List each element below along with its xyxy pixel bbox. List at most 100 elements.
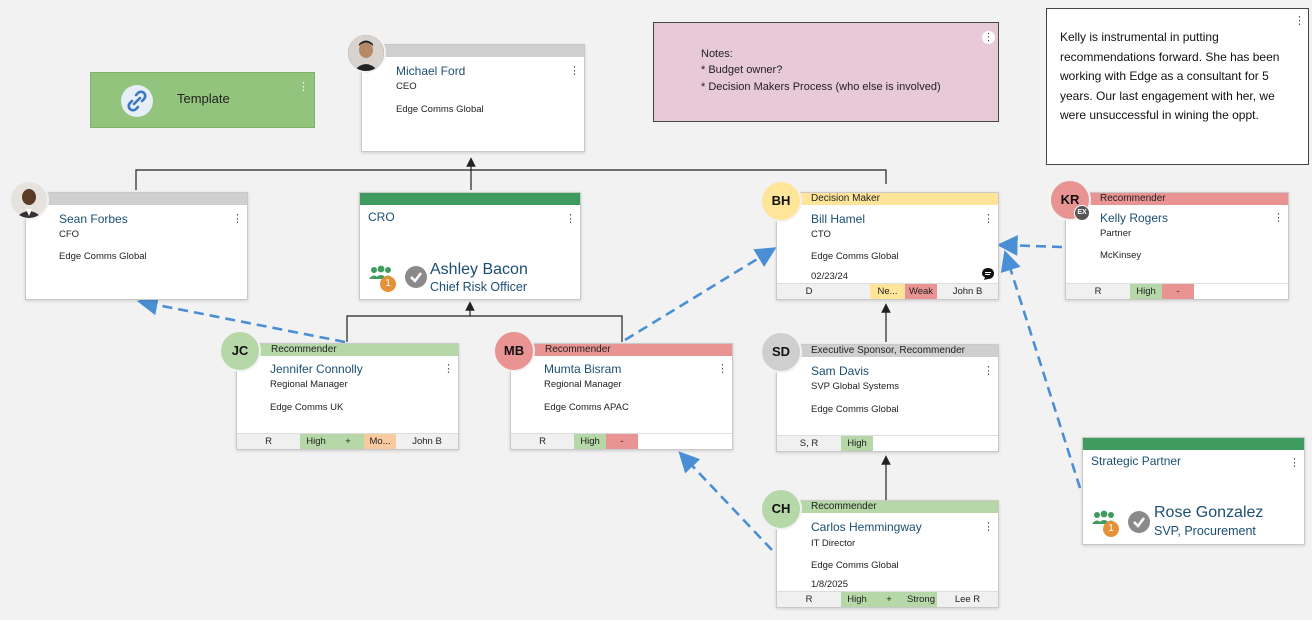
avatar-photo	[346, 33, 386, 73]
card-jennifer-connolly[interactable]: Recommender Jennifer Connolly Regional M…	[236, 343, 459, 450]
card-title: Regional Manager	[270, 379, 348, 390]
metric-cell: +	[332, 434, 364, 449]
card-title: SVP, Procurement	[1154, 524, 1256, 538]
card-menu-icon[interactable]: ⋮	[565, 213, 576, 225]
card-role: CRO	[368, 210, 395, 224]
metric-cell: Weak	[905, 284, 937, 299]
card-metrics: S, R High	[777, 435, 998, 451]
metric-cell: S, R	[799, 438, 819, 449]
card-menu-icon[interactable]: ⋮	[1273, 212, 1284, 224]
card-menu-icon[interactable]: ⋮	[717, 363, 728, 375]
card-kelly-rogers[interactable]: Recommender Kelly Rogers Partner McKinse…	[1065, 192, 1289, 300]
card-name[interactable]: Rose Gonzalez	[1154, 504, 1264, 521]
metric-cell: High	[841, 592, 873, 607]
card-name[interactable]: Kelly Rogers	[1100, 211, 1169, 225]
card-name[interactable]: Sean Forbes	[59, 212, 128, 226]
card-band	[26, 193, 247, 205]
metric-cell: Mo...	[364, 434, 396, 449]
card-org: Edge Comms UK	[270, 402, 344, 413]
card-date: 02/23/24	[811, 271, 848, 282]
card-bill-hamel[interactable]: Decision Maker Bill Hamel CTO Edge Comms…	[776, 192, 999, 300]
card-org: Edge Comms Global	[59, 251, 147, 262]
card-name[interactable]: Michael Ford	[396, 64, 466, 78]
card-name[interactable]: Carlos Hemmingway	[811, 520, 922, 534]
card-name[interactable]: Ashley Bacon	[430, 261, 528, 278]
card-menu-icon[interactable]: ⋮	[569, 65, 580, 77]
card-role: Strategic Partner	[1091, 454, 1182, 468]
external-badge: EX	[1074, 205, 1090, 221]
card-carlos-hemmingway[interactable]: Recommender Carlos Hemmingway IT Directo…	[776, 500, 999, 608]
metric-cell: Strong	[905, 592, 937, 607]
card-menu-icon[interactable]: ⋮	[232, 213, 243, 225]
metric-cell	[841, 284, 870, 299]
notes-line: * Budget owner?	[701, 64, 783, 76]
metric-cell: D	[805, 286, 813, 297]
avatar-initials: SD	[760, 331, 802, 373]
notes-box[interactable]: Notes: * Budget owner? * Decision Makers…	[653, 22, 999, 122]
metric-cell	[1194, 284, 1288, 299]
card-menu-icon[interactable]: ⋮	[1289, 457, 1300, 469]
card-menu-icon[interactable]: ⋮	[983, 521, 994, 533]
card-metrics: R High + Mo... John B	[237, 433, 458, 449]
card-title: Chief Risk Officer	[430, 280, 528, 294]
count-badge: 1	[380, 276, 396, 292]
card-menu-icon[interactable]: ⋮	[983, 365, 994, 377]
notes-heading: Notes:	[701, 48, 733, 60]
metric-cell	[873, 436, 998, 451]
metric-cell: John B	[412, 436, 442, 447]
card-title: CEO	[396, 81, 417, 92]
card-band: Recommender	[511, 344, 732, 356]
card-title: Regional Manager	[544, 379, 622, 390]
card-strategic-partner-rose-gonzalez[interactable]: Strategic Partner ⋮ 1 Rose Gonzalez SVP,…	[1082, 437, 1305, 545]
metric-cell: John B	[952, 286, 983, 297]
card-metrics: R High -	[1066, 283, 1288, 299]
card-cro-ashley-bacon[interactable]: CRO ⋮ 1 Ashley Bacon Chief Risk Officer	[359, 192, 581, 300]
comment-text: Kelly is instrumental in putting recomme…	[1060, 30, 1280, 122]
card-metrics: R High -	[511, 433, 732, 449]
count-badge: 1	[1103, 521, 1119, 537]
check-icon	[1128, 511, 1150, 533]
card-band: Decision Maker	[777, 193, 998, 205]
card-org: Edge Comms Global	[811, 404, 899, 415]
comment-icon[interactable]	[981, 267, 995, 281]
card-title: Partner	[1100, 228, 1132, 239]
avatar-initials: MB	[493, 330, 535, 372]
card-metrics: R High + Strong Lee R	[777, 591, 998, 607]
notes-menu-icon[interactable]: ⋮	[982, 31, 995, 44]
card-sam-davis[interactable]: Executive Sponsor, Recommender Sam Davis…	[776, 344, 999, 452]
card-band: Executive Sponsor, Recommender	[777, 345, 998, 357]
card-name[interactable]: Bill Hamel	[811, 212, 866, 226]
card-name[interactable]: Mumta Bisram	[544, 362, 622, 376]
comment-menu-icon[interactable]: ⋮	[1294, 15, 1305, 27]
notes-line: * Decision Makers Process (who else is i…	[701, 81, 941, 93]
template-label: Template	[177, 91, 230, 106]
card-band: Recommender	[777, 501, 998, 513]
card-menu-icon[interactable]: ⋮	[983, 213, 994, 225]
influence-lines	[136, 235, 1082, 551]
avatar-initials: BH	[760, 180, 802, 222]
card-org: Edge Comms Global	[811, 251, 899, 262]
metric-cell: -	[606, 434, 638, 449]
card-org: McKinsey	[1100, 250, 1142, 261]
metric-cell: +	[873, 592, 905, 607]
check-icon	[405, 266, 427, 288]
card-mumta-bisram[interactable]: Recommender Mumta Bisram Regional Manage…	[510, 343, 733, 450]
card-sean-forbes[interactable]: Sean Forbes CFO Edge Comms Global ⋮	[25, 192, 248, 300]
metric-cell	[638, 434, 732, 449]
comment-box[interactable]: Kelly is instrumental in putting recomme…	[1046, 8, 1309, 165]
card-date: 1/8/2025	[811, 579, 848, 590]
metric-cell: R	[539, 436, 546, 447]
card-menu-icon[interactable]: ⋮	[443, 363, 454, 375]
card-band: Recommender	[1066, 193, 1288, 205]
template-menu-icon[interactable]: ⋮	[298, 81, 309, 93]
card-name[interactable]: Jennifer Connolly	[270, 362, 363, 376]
metric-cell: High	[1130, 284, 1162, 299]
card-name[interactable]: Sam Davis	[811, 364, 870, 378]
card-title: IT Director	[811, 538, 856, 549]
card-org: Edge Comms Global	[811, 560, 899, 571]
template-card[interactable]: Template ⋮	[90, 72, 315, 128]
metric-cell: High	[841, 436, 873, 451]
card-title: CFO	[59, 229, 80, 240]
card-michael-ford[interactable]: Michael Ford CEO Edge Comms Global ⋮	[361, 44, 585, 152]
